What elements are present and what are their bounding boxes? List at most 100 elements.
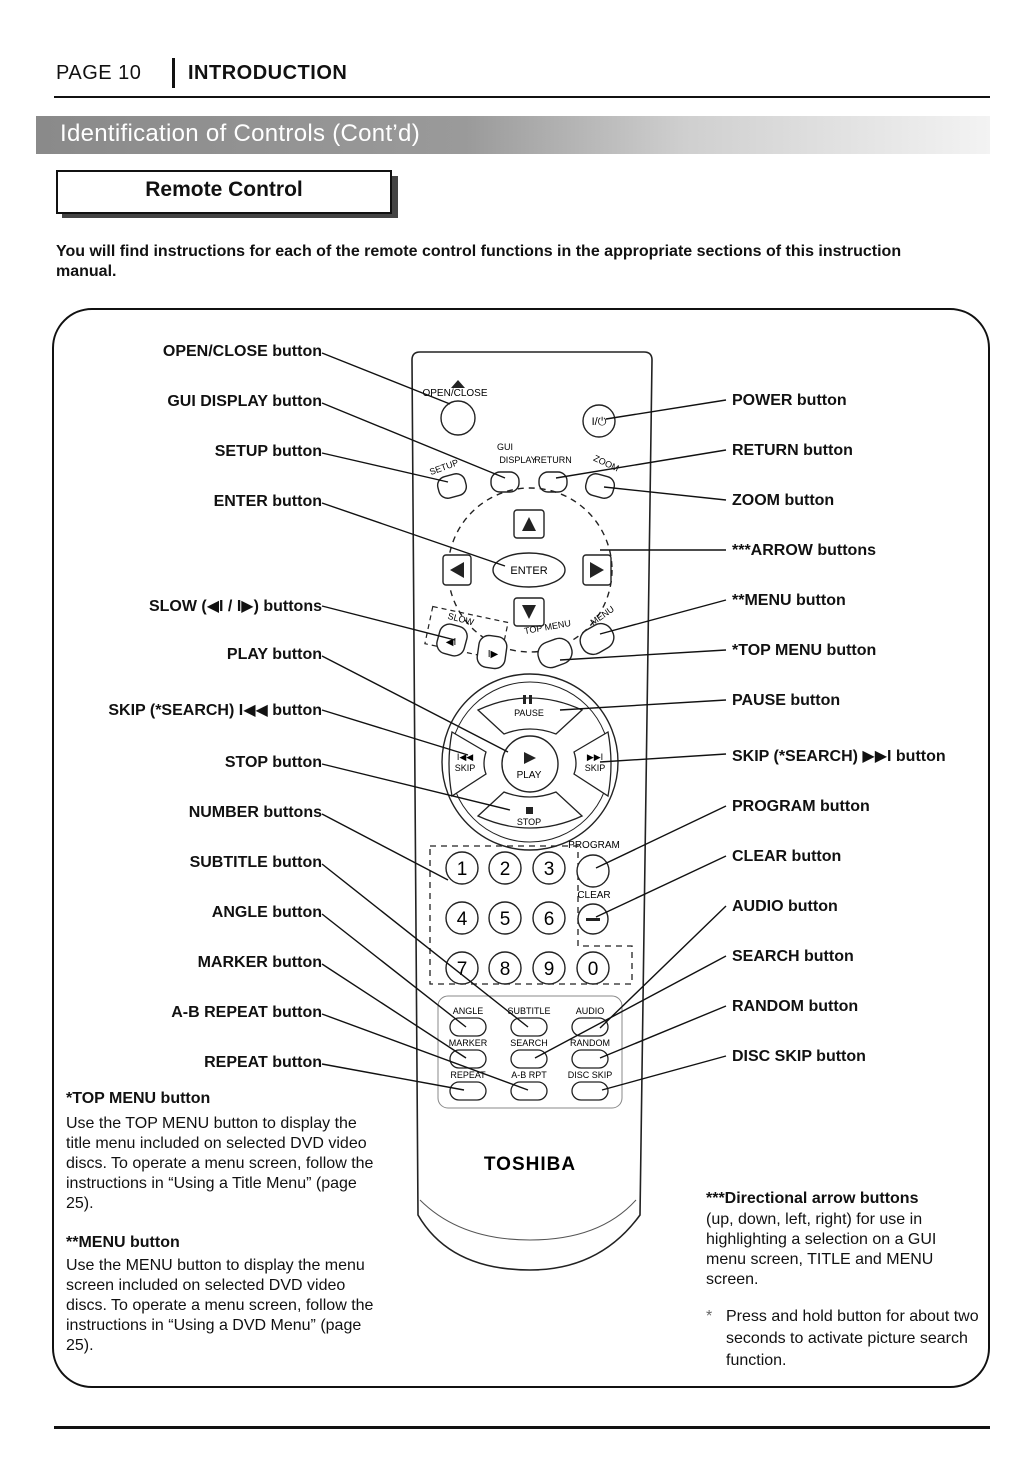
clear-minus-icon — [586, 918, 600, 921]
footnote-asterisk: * — [706, 1308, 713, 1325]
label-random: RANDOM button — [732, 998, 859, 1015]
number-label-4: 4 — [457, 909, 468, 930]
function-grid-panel — [437, 995, 623, 1109]
power-button[interactable] — [582, 404, 616, 438]
leader-return — [555, 449, 727, 479]
label-number: NUMBER buttons — [188, 804, 322, 821]
number-button-8[interactable] — [488, 951, 522, 985]
open-close-text: OPEN/CLOSE — [422, 388, 487, 399]
leader-play — [321, 655, 509, 753]
label-open-close: OPEN/CLOSE button — [162, 343, 322, 360]
disc-skip-text: DISC SKIP — [568, 1070, 613, 1080]
leader-ab-repeat — [321, 1013, 529, 1091]
leader-gui-display — [321, 402, 506, 479]
leader-top-menu — [559, 649, 727, 661]
disc-skip-button[interactable] — [571, 1081, 609, 1101]
stop-text: STOP — [517, 817, 541, 827]
play-text: PLAY — [517, 770, 542, 781]
enter-button[interactable] — [492, 552, 566, 588]
skip-back-button[interactable] — [448, 730, 487, 798]
skip-forward-button[interactable] — [573, 730, 612, 798]
leader-repeat — [321, 1063, 465, 1091]
leader-setup — [321, 452, 449, 483]
label-slow: SLOW (◀I / I▶) buttons — [148, 598, 322, 615]
label-skip-forward: SKIP (*SEARCH) ▶▶I button — [732, 748, 946, 765]
label-return: RETURN button — [732, 442, 853, 459]
leader-skip-forward — [599, 753, 727, 763]
program-text: PROGRAM — [568, 840, 620, 851]
number-button-6[interactable] — [532, 901, 566, 935]
random-text: RANDOM — [570, 1038, 610, 1048]
pause-icon-bar2 — [529, 695, 532, 704]
label-enter: ENTER button — [213, 493, 322, 510]
intro-paragraph: You will find instructions for each of t… — [56, 243, 902, 280]
pause-icon-bar1 — [523, 695, 526, 704]
number-button-0[interactable] — [576, 951, 610, 985]
pause-button[interactable] — [476, 697, 584, 735]
header-separator — [172, 58, 175, 88]
section-banner — [36, 116, 990, 154]
skip-back-text: SKIP — [455, 763, 476, 773]
number-button-2[interactable] — [488, 851, 522, 885]
search-button[interactable] — [510, 1049, 548, 1069]
audio-button[interactable] — [571, 1017, 609, 1037]
number-pad-region — [429, 845, 633, 985]
brand-logo: TOSHIBA — [484, 1154, 576, 1175]
page-number: PAGE 10 — [56, 62, 142, 84]
number-label-6: 6 — [544, 909, 555, 930]
number-button-7[interactable] — [445, 951, 479, 985]
skip-back-icon: I◀◀ — [457, 752, 473, 762]
subtitle-button[interactable] — [510, 1017, 548, 1037]
number-button-3[interactable] — [532, 851, 566, 885]
number-button-5[interactable] — [488, 901, 522, 935]
leader-stop — [321, 763, 511, 811]
ab-repeat-button[interactable] — [510, 1081, 548, 1101]
pause-text: PAUSE — [514, 708, 544, 718]
number-label-7: 7 — [457, 959, 468, 980]
number-button-9[interactable] — [532, 951, 566, 985]
label-audio: AUDIO button — [732, 898, 838, 915]
label-clear: CLEAR button — [732, 848, 842, 865]
skip-forward-text: SKIP — [585, 763, 606, 773]
play-icon — [524, 752, 536, 764]
label-top-menu: *TOP MENU button — [732, 642, 877, 659]
open-close-button[interactable] — [440, 400, 476, 436]
play-button[interactable] — [501, 735, 559, 793]
leader-clear — [595, 855, 727, 918]
search-text: SEARCH — [510, 1038, 548, 1048]
number-label-9: 9 — [544, 959, 555, 980]
zoom-button[interactable] — [584, 472, 617, 500]
angle-button[interactable] — [449, 1017, 487, 1037]
arrow-up-icon — [522, 517, 536, 531]
clear-text: CLEAR — [577, 890, 610, 901]
marker-button[interactable] — [449, 1049, 487, 1069]
number-label-2: 2 — [500, 859, 511, 880]
enter-text: ENTER — [510, 565, 547, 577]
label-marker: MARKER button — [197, 954, 322, 971]
repeat-button[interactable] — [449, 1081, 487, 1101]
footer-rule — [54, 1426, 990, 1429]
program-button[interactable] — [576, 854, 610, 888]
number-button-4[interactable] — [445, 901, 479, 935]
diagram-frame — [52, 308, 990, 1388]
stop-icon — [526, 807, 533, 814]
label-disc-skip: DISC SKIP button — [732, 1048, 866, 1065]
label-subtitle: SUBTITLE button — [189, 854, 322, 871]
function-grid: ANGLE SUBTITLE AUDIO MARKER SEARCH RANDO… — [449, 1006, 613, 1101]
remote-bottom-curve — [419, 1199, 637, 1241]
setup-button[interactable] — [436, 472, 469, 500]
note-menu-heading: **MENU button — [66, 1234, 180, 1251]
leader-skip-back — [321, 709, 469, 756]
note-directional-body: (up, down, left, right) for use in highl… — [706, 1211, 937, 1288]
number-buttons[interactable]: 1 2 3 4 5 6 7 8 9 0 — [445, 851, 610, 985]
repeat-text: REPEAT — [450, 1070, 486, 1080]
note-top-menu-body: Use the TOP MENU button to display the t… — [66, 1115, 374, 1212]
return-text: RETURN — [534, 455, 572, 465]
gui-text: GUI — [497, 442, 513, 452]
banner-title: Identification of Controls (Cont’d) — [60, 120, 420, 147]
gui-display-button[interactable] — [490, 471, 520, 493]
number-label-1: 1 — [457, 859, 468, 880]
slow-forward-button[interactable] — [476, 634, 508, 670]
random-button[interactable] — [571, 1049, 609, 1069]
number-button-1[interactable] — [445, 851, 479, 885]
